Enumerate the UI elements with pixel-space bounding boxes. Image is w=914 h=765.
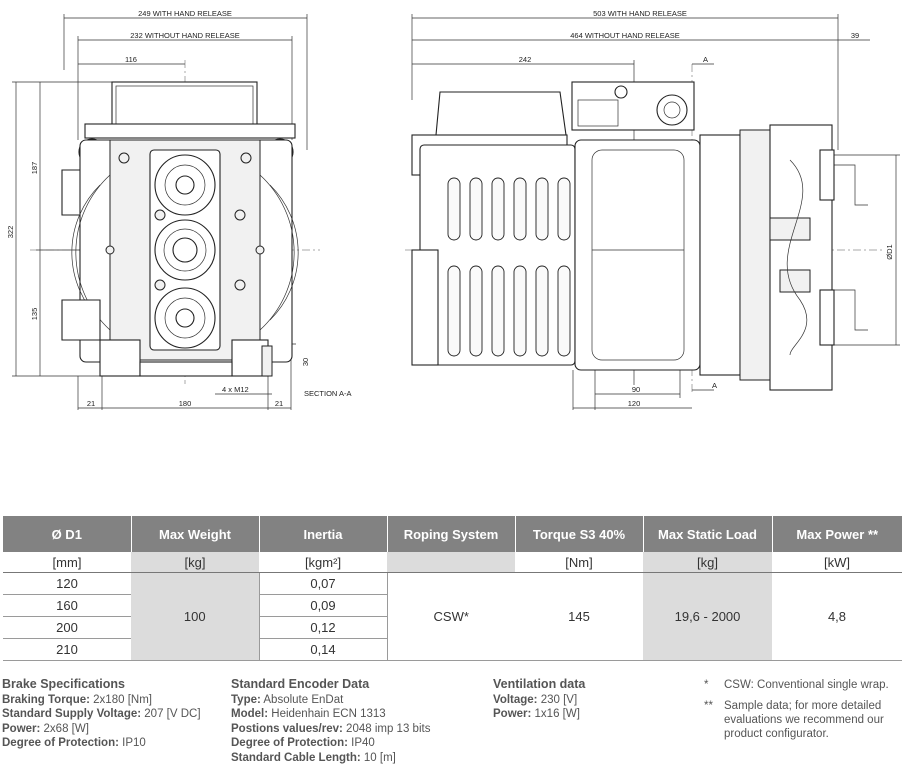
header-torque: Torque S3 40%: [515, 516, 644, 552]
dim-39-label: 39: [851, 31, 859, 40]
encoder-row: Degree of Protection: IP40: [231, 737, 375, 749]
dim-21b-label: 21: [275, 399, 283, 408]
encoder-title: Standard Encoder Data: [231, 677, 370, 691]
cell-d1: 210: [3, 638, 131, 661]
cell-torque: 145: [515, 572, 643, 661]
dim-116-label: 116: [125, 55, 137, 64]
header-max-power: Max Power **: [772, 516, 902, 552]
section-a-top: A: [703, 55, 708, 64]
cell-d1: 200: [3, 616, 131, 639]
section-a-bottom: A: [712, 381, 717, 390]
cell-inertia: 0,14: [258, 638, 388, 661]
dim-187-label: 187: [30, 162, 39, 175]
table-header-row: Ø D1 Max Weight Inertia Roping System To…: [3, 516, 902, 552]
dim-d1-label: ØD1: [885, 244, 894, 259]
unit-inertia: [kgm²]: [259, 552, 387, 573]
footnote-sample-data: ** Sample data; for more detailed evalua…: [704, 699, 904, 743]
cell-max-weight: 100: [131, 572, 259, 661]
dim-21a-label: 21: [87, 399, 95, 408]
footnote-csw: * CSW: Conventional single wrap.: [704, 678, 904, 694]
ventilation-row: Voltage: 230 [V]: [493, 693, 578, 706]
encoder-row: Model: Heidenhain ECN 1313: [231, 708, 386, 720]
ventilation-row: Power: 1x16 [W]: [493, 708, 580, 720]
side-view: 503 WITH HAND RELEASE 464 WITHOUT HAND R…: [405, 9, 900, 410]
dim-242-label: 242: [519, 55, 532, 64]
ventilation-data: Ventilation data Voltage: 230 [V] Power:…: [493, 677, 585, 722]
unit-torque: [Nm]: [515, 552, 643, 573]
header-d1: Ø D1: [3, 516, 132, 552]
units-row: [mm] [kg] [kgm²] [Nm] [kg] [kW]: [3, 552, 902, 573]
dim-120-label: 120: [628, 399, 641, 408]
unit-roping: [387, 552, 515, 573]
dim-135-label: 135: [30, 308, 39, 321]
cell-static-load: 19,6 - 2000: [643, 572, 772, 661]
brake-specifications: Brake Specifications Braking Torque: 2x1…: [2, 677, 201, 751]
brake-title: Brake Specifications: [2, 677, 125, 691]
cell-d1: 120: [3, 572, 131, 595]
footnote-mark: *: [704, 679, 709, 691]
spec-table: Ø D1 Max Weight Inertia Roping System To…: [3, 516, 902, 661]
bolt-label: 4 x M12: [222, 385, 249, 394]
cell-d1: 160: [3, 594, 131, 617]
cell-inertia: 0,07: [258, 572, 388, 595]
encoder-row: Type: Absolute EnDat: [231, 693, 344, 706]
table-row: 120 100 0,07 CSW* 145 19,6 - 2000 4,8: [3, 572, 902, 661]
table-row: 200 0,12: [3, 616, 902, 639]
encoder-row: Postions values/rev: 2048 imp 13 bits: [231, 722, 431, 735]
dim-90-label: 90: [632, 385, 640, 394]
unit-power: [kW]: [772, 552, 902, 573]
unit-max-weight: [kg]: [131, 552, 259, 573]
header-roping-system: Roping System: [387, 516, 516, 552]
header-max-weight: Max Weight: [131, 516, 260, 552]
cell-roping: CSW*: [387, 572, 515, 661]
dim-503-label: 503 WITH HAND RELEASE: [593, 9, 687, 18]
dim-249-label: 249 WITH HAND RELEASE: [138, 9, 232, 18]
section-label: SECTION A-A: [304, 389, 352, 398]
unit-d1: [mm]: [3, 552, 131, 573]
cell-inertia: 0,12: [258, 616, 388, 639]
footnote-mark: **: [704, 700, 713, 712]
technical-drawing: 249 WITH HAND RELEASE 232 WITHOUT HAND R…: [6, 9, 900, 410]
ventilation-title: Ventilation data: [493, 677, 586, 691]
footnote-text: Sample data; for more detailed evaluatio…: [724, 700, 884, 740]
brake-row: Standard Supply Voltage: 207 [V DC]: [2, 708, 201, 720]
encoder-data: Standard Encoder Data Type: Absolute EnD…: [231, 677, 430, 765]
cell-power: 4,8: [772, 572, 902, 661]
brake-row: Degree of Protection: IP10: [2, 737, 146, 749]
brake-row: Power: 2x68 [W]: [2, 722, 89, 735]
header-inertia: Inertia: [259, 516, 388, 552]
table-row: 160 0,09: [3, 594, 902, 617]
footnote-text: CSW: Conventional single wrap.: [724, 679, 889, 691]
front-view: 249 WITH HAND RELEASE 232 WITHOUT HAND R…: [6, 9, 352, 410]
header-max-static-load: Max Static Load: [643, 516, 773, 552]
unit-static-load: [kg]: [643, 552, 772, 573]
dim-232-label: 232 WITHOUT HAND RELEASE: [130, 31, 239, 40]
table-row: 210 0,14: [3, 638, 902, 661]
encoder-row: Standard Cable Length: 10 [m]: [231, 751, 396, 764]
cell-inertia: 0,09: [258, 594, 388, 617]
dim-30-label: 30: [301, 358, 310, 366]
dim-464-label: 464 WITHOUT HAND RELEASE: [570, 31, 679, 40]
brake-row: Braking Torque: 2x180 [Nm]: [2, 693, 152, 706]
dim-322-label: 322: [6, 226, 15, 239]
dim-180-label: 180: [179, 399, 192, 408]
